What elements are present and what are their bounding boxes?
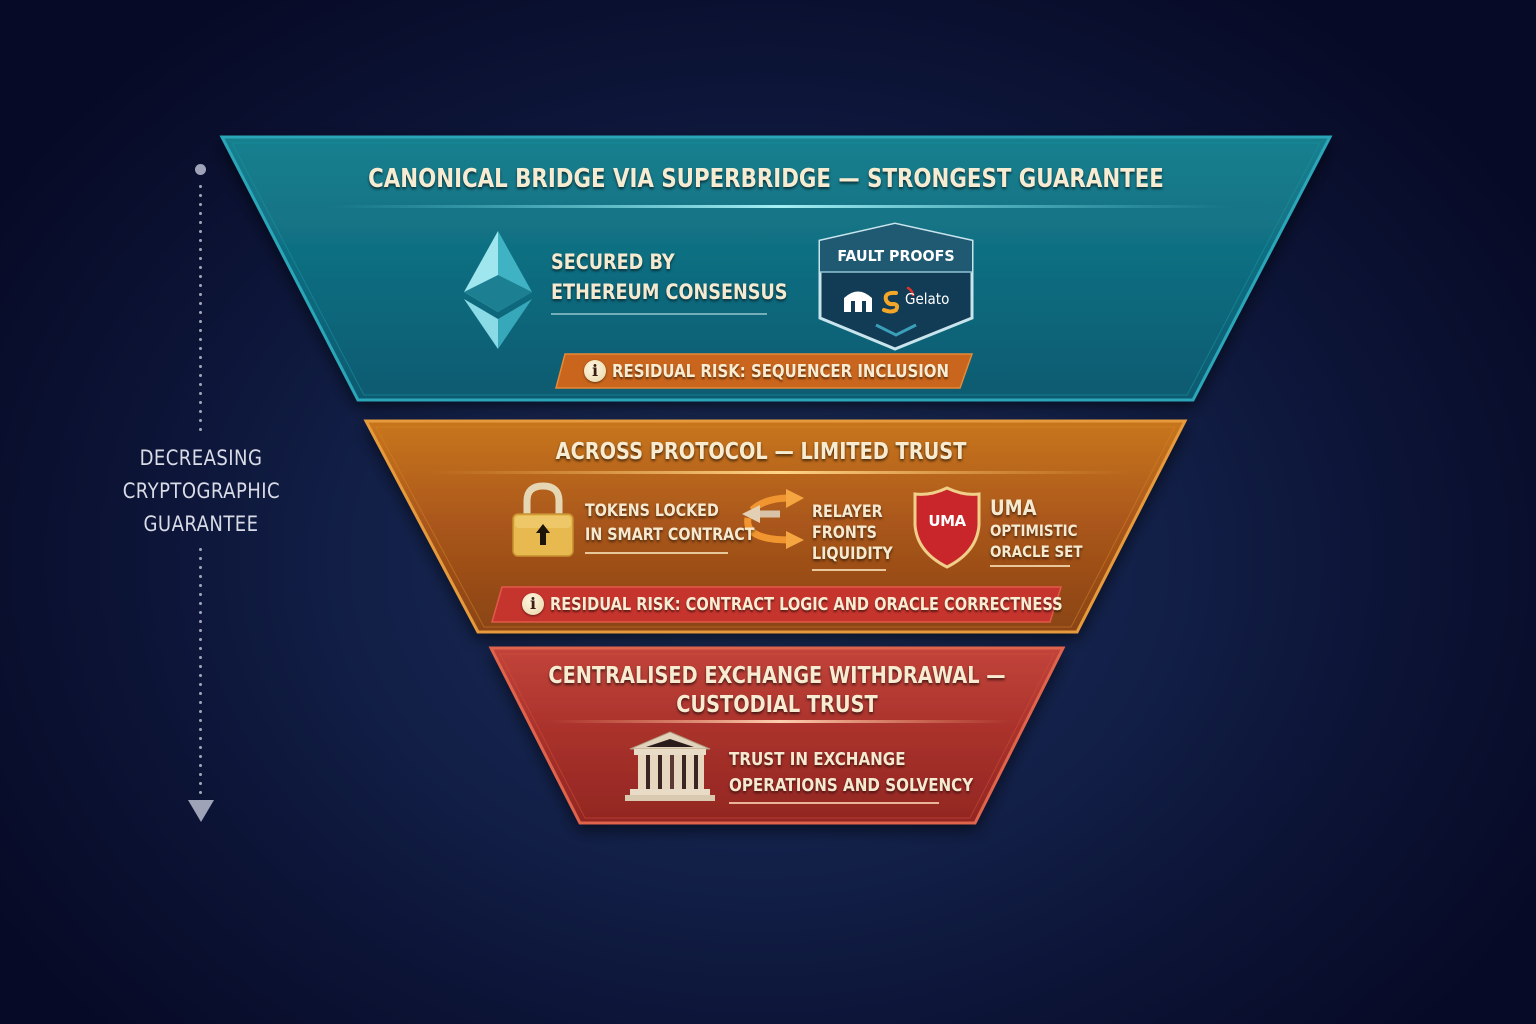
uma-shield-icon [913, 486, 981, 569]
fault-proofs-badge-title: FAULT PROOFS [837, 247, 955, 265]
tier-cex-shape [488, 646, 1066, 825]
feature-underline [729, 802, 939, 804]
feature-text: TOKENS LOCKED [585, 501, 719, 521]
risk-text: RESIDUAL RISK: CONTRACT LOGIC AND ORACLE… [550, 593, 1063, 615]
axis-label-line: GUARANTEE [143, 512, 259, 536]
info-icon: i [522, 593, 544, 615]
feature-underline [990, 565, 1070, 567]
risk-text: RESIDUAL RISK: SEQUENCER INCLUSION [612, 360, 950, 382]
feature-text: IN SMART CONTRACT [585, 525, 755, 545]
axis-label: DECREASING CRYPTOGRAPHIC GUARANTEE [123, 442, 280, 541]
risk-banner-across: i RESIDUAL RISK: CONTRACT LOGIC AND ORAC… [522, 593, 1183, 615]
gelato-label: Gelato [905, 290, 950, 308]
axis-label-line: DECREASING [139, 446, 263, 470]
feature-text: OPERATIONS AND SOLVENCY [729, 775, 974, 796]
gelato-logo [882, 286, 915, 314]
risk-banner-canonical: i RESIDUAL RISK: SEQUENCER INCLUSION [584, 360, 1018, 382]
axis-label-line: CRYPTOGRAPHIC [122, 479, 281, 503]
feature-text: SECURED BY [551, 250, 675, 274]
uma-badge-text: UMA [928, 512, 966, 530]
feature-text: OPTIMISTIC [990, 521, 1078, 540]
feature-text: UMA [990, 496, 1037, 520]
feature-text: LIQUIDITY [812, 544, 893, 564]
feature-underline [812, 569, 886, 571]
tier-title-line: CENTRALISED EXCHANGE WITHDRAWAL — [548, 663, 1006, 689]
info-icon: i [584, 360, 606, 382]
axis-dotted-line-upper [199, 182, 202, 432]
bank-building-icon [625, 731, 715, 801]
feature-relayer-liquidity: RELAYER FRONTS LIQUIDITY [812, 502, 908, 571]
risk-banner-canonical-shape [555, 353, 974, 389]
axis-dotted-line-lower [199, 545, 202, 795]
exchange-arrows-icon [742, 489, 804, 549]
feature-uma-oracle: UMA OPTIMISTIC ORACLE SET [990, 496, 1100, 567]
padlock-icon [512, 482, 574, 557]
feature-text: FRONTS [812, 523, 877, 543]
feature-exchange-solvency: TRUST IN EXCHANGE OPERATIONS AND SOLVENC… [729, 747, 1020, 804]
feature-underline [585, 552, 728, 554]
feature-text: ETHEREUM CONSENSUS [551, 280, 788, 304]
feature-ethereum-consensus: SECURED BY ETHEREUM CONSENSUS [551, 247, 833, 315]
axis-start-dot [195, 164, 206, 175]
tier-across-divider [430, 471, 1130, 474]
tier-cex-divider [550, 720, 1010, 723]
tier-canonical-title: CANONICAL BRIDGE VIA SUPERBRIDGE — STRON… [368, 164, 1164, 194]
tier-cex-title: CENTRALISED EXCHANGE WITHDRAWAL — CUSTOD… [525, 662, 1029, 720]
feature-text: TRUST IN EXCHANGE [729, 749, 906, 770]
fault-proofs-shield-icon [818, 222, 974, 351]
feature-text: ORACLE SET [990, 542, 1083, 561]
feature-text: RELAYER [812, 502, 883, 522]
tier-across-title: ACROSS PROTOCOL — LIMITED TRUST [555, 439, 967, 465]
feature-tokens-locked: TOKENS LOCKED IN SMART CONTRACT [585, 499, 787, 554]
tier-title-line: CUSTODIAL TRUST [676, 692, 878, 718]
tier-canonical-divider [330, 205, 1230, 208]
feature-underline [551, 313, 767, 315]
down-arrow-icon [188, 800, 214, 822]
ethereum-icon [464, 231, 532, 349]
kiln-logo [844, 291, 872, 312]
risk-banner-across-shape [491, 586, 1063, 623]
